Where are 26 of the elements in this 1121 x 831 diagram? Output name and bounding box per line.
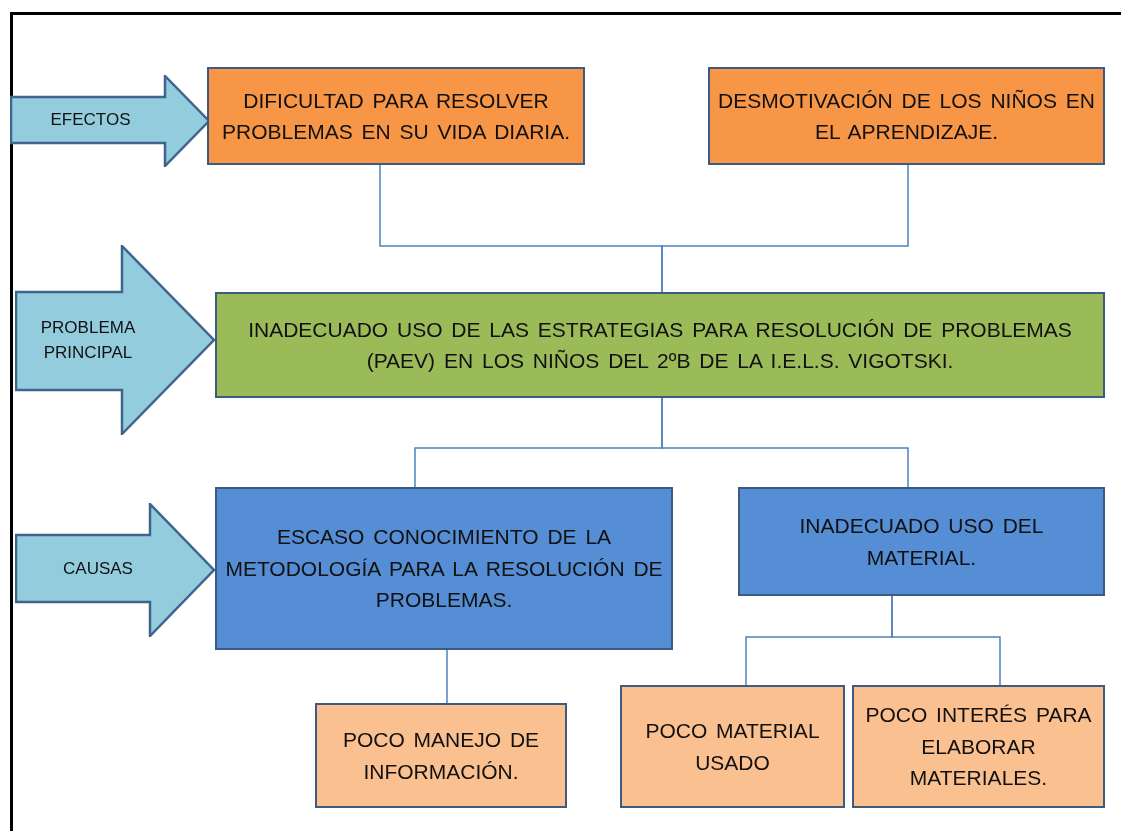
block-arrow: [15, 503, 215, 637]
connector-line: [661, 164, 909, 293]
block-arrow: [10, 75, 210, 167]
text-box: [315, 703, 567, 808]
box-text: INADECUADO USO DEL MATERIAL.: [798, 513, 1045, 571]
box-text: ESCASO CONOCIMIENTO DE LA METODOLOGÍA PARA LA RESOLUCIÓN DE PROBLEMAS.: [224, 524, 664, 614]
block-arrow: [15, 245, 215, 435]
box-text: POCO MATERIAL USADO: [644, 718, 821, 776]
box-text: POCO INTERÉS PARA ELABORAR MATERIALES.: [864, 702, 1093, 792]
text-box: [708, 67, 1105, 165]
box-text: DESMOTIVACIÓN DE LOS NIÑOS EN EL APRENDIZAJE.: [717, 87, 1096, 145]
box-text: INADECUADO USO DE LAS ESTRATEGIAS PARA RESOLUCIÓN DE PROBLEMAS (PAEV) EN LOS NIÑOS DEL 2ºB DE LA I.E.L.S. VIGOTSKI.: [247, 316, 1073, 374]
text-box: [852, 685, 1105, 808]
arrow-label: EFECTOS: [49, 108, 132, 131]
text-box: [215, 292, 1105, 398]
text-box: [215, 487, 673, 650]
text-box: [620, 685, 845, 808]
connector-line: [446, 649, 448, 704]
text-box: [207, 67, 585, 165]
connector-line: [891, 595, 1001, 686]
box-text: POCO MANEJO DE INFORMACIÓN.: [341, 727, 541, 785]
arrow-label: CAUSAS: [62, 557, 134, 580]
text-box: [738, 487, 1105, 596]
arrow-label: PROBLEMA PRINCIPAL: [39, 317, 137, 364]
box-text: DIFICULTAD PARA RESOLVER PROBLEMAS EN SU VIDA DIARIA.: [220, 87, 572, 145]
connector-line: [661, 397, 909, 488]
